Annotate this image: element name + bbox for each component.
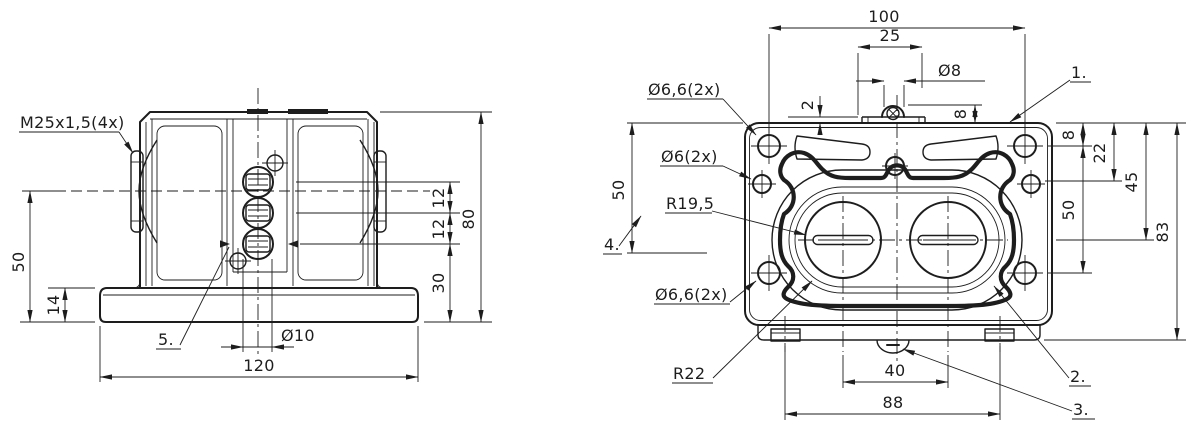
foot-left bbox=[770, 328, 801, 342]
label-d66-bottom: Ø6,6(2x) bbox=[654, 280, 757, 305]
dim-label: 80 bbox=[459, 209, 478, 230]
callout-1: 1. bbox=[1009, 63, 1091, 123]
dim-14: 14 bbox=[44, 287, 95, 323]
cable-entry-left bbox=[804, 201, 882, 279]
side-view-base-flange bbox=[99, 280, 419, 323]
dim-50-left: 50 bbox=[9, 190, 95, 323]
cable-gland-right bbox=[359, 139, 387, 244]
dim-label: 120 bbox=[243, 356, 274, 375]
callout-label: 2. bbox=[1070, 367, 1086, 386]
bottom-flange bbox=[757, 325, 1041, 354]
callout-label: 5. bbox=[158, 330, 174, 349]
label-text: Ø6,6(2x) bbox=[648, 80, 721, 99]
dim-label: 100 bbox=[868, 7, 899, 26]
label-r22: R22 bbox=[672, 280, 813, 384]
callout-label: 3. bbox=[1073, 400, 1089, 419]
dim-label: Ø8 bbox=[938, 61, 961, 80]
thread-label-text: M25x1,5(4x) bbox=[20, 113, 125, 132]
dim-8-top: 8 bbox=[908, 104, 982, 124]
drain-dome bbox=[876, 339, 910, 354]
dim-label: 12 bbox=[429, 219, 448, 240]
label-text: R19,5 bbox=[666, 194, 714, 213]
top-seal-strip bbox=[247, 109, 268, 114]
dim-label: 45 bbox=[1122, 172, 1141, 193]
dim-label: 8 bbox=[951, 109, 970, 119]
datum-arrow bbox=[288, 240, 298, 248]
top-seal-strip bbox=[288, 109, 328, 114]
dim-label: 22 bbox=[1090, 143, 1109, 164]
vent-slot-right bbox=[922, 135, 999, 161]
gasket-channel bbox=[777, 150, 1017, 309]
dim-label: 30 bbox=[429, 273, 448, 294]
dim-d8: Ø8 bbox=[856, 61, 985, 107]
dim-label: 83 bbox=[1153, 222, 1172, 243]
grounding-dome bbox=[881, 105, 905, 118]
callout-label: 4. bbox=[604, 235, 620, 254]
dim-25: 25 bbox=[857, 26, 923, 115]
dim-label: 50 bbox=[1059, 200, 1078, 221]
label-d66-top: Ø6,6(2x) bbox=[647, 80, 757, 136]
dim-2: 2 bbox=[788, 96, 858, 135]
dim-120: 120 bbox=[99, 326, 419, 382]
callout-5: 5. bbox=[156, 246, 230, 350]
side-view-body bbox=[139, 109, 378, 289]
label-text: R22 bbox=[673, 364, 705, 383]
label-text: Ø6(2x) bbox=[661, 147, 718, 166]
side-holes bbox=[748, 170, 1045, 198]
dim-label: 8 bbox=[1059, 130, 1078, 140]
cable-gland-left bbox=[130, 139, 158, 244]
pilot-hole bbox=[262, 150, 288, 176]
dim-label: 12 bbox=[429, 188, 448, 209]
vent-slot-left bbox=[794, 135, 871, 161]
dim-d10: Ø10 bbox=[221, 326, 315, 350]
enclosure-face bbox=[744, 122, 1053, 326]
dim-label: 14 bbox=[44, 295, 63, 316]
dim-stack-right: 12 12 30 80 bbox=[296, 111, 492, 323]
dim-label: 25 bbox=[880, 26, 901, 45]
label-d6: Ø6(2x) bbox=[660, 147, 752, 180]
mounting-holes bbox=[751, 128, 1043, 291]
top-bracket bbox=[861, 105, 926, 123]
label-r195: R19,5 bbox=[665, 194, 807, 236]
thread-label: M25x1,5(4x) bbox=[19, 113, 134, 154]
callout-label: 1. bbox=[1071, 63, 1087, 82]
foot-right bbox=[984, 328, 1015, 342]
dim-40: 40 bbox=[842, 355, 949, 388]
dim-label: 50 bbox=[609, 180, 628, 201]
pilot-hole bbox=[225, 248, 251, 274]
dim-label: 88 bbox=[883, 393, 904, 412]
dim-stack-right: 8 22 45 50 83 bbox=[1044, 122, 1186, 341]
dim-100: 100 bbox=[768, 7, 1026, 133]
dim-label: Ø10 bbox=[281, 326, 315, 345]
dim-label: 40 bbox=[885, 361, 906, 380]
dim-label: 2 bbox=[798, 100, 817, 110]
callout-3: 3. bbox=[902, 348, 1095, 420]
front-view: 100 25 Ø8 2 8 bbox=[603, 7, 1186, 420]
callout-2: 2. bbox=[993, 285, 1091, 387]
side-view: 50 14 120 Ø10 12 bbox=[9, 88, 492, 382]
dim-88: 88 bbox=[784, 346, 1001, 420]
callout-4: 4. bbox=[603, 215, 642, 255]
datum-arrow bbox=[220, 240, 230, 248]
dim-50-left: 50 bbox=[609, 122, 743, 254]
grounding-screw-icon bbox=[886, 106, 900, 121]
label-text: Ø6,6(2x) bbox=[655, 285, 728, 304]
dim-label: 50 bbox=[9, 252, 28, 273]
